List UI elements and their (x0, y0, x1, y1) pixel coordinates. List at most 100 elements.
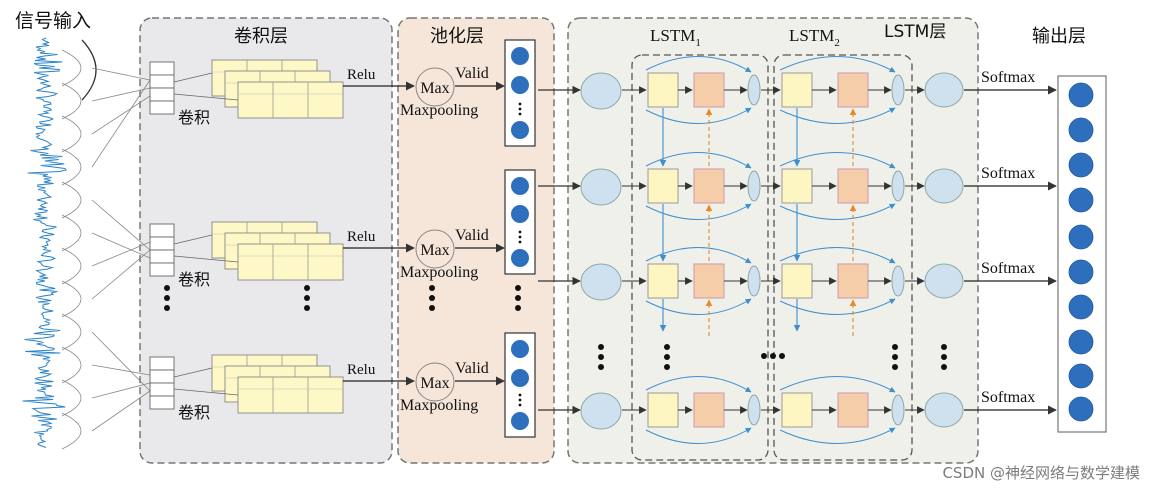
relu-label: Relu (347, 229, 376, 245)
csdn-watermark: CSDN @神经网络与数学建模 (942, 464, 1140, 482)
output-node (1068, 363, 1094, 389)
lstm-input-node (580, 263, 622, 301)
pooled-node (511, 412, 529, 430)
pool-layer-title: 池化层 (430, 26, 484, 47)
lstm-row: Softmax (538, 152, 1057, 262)
ellipsis-dot (518, 393, 522, 397)
maxpooling-label: Maxpooling (400, 264, 478, 281)
lstm-row: Softmax (538, 247, 1057, 336)
lstm-hidden-node (747, 394, 761, 426)
max-label: Max (420, 375, 449, 392)
lstm-state-cell (693, 168, 725, 204)
input-kernel-cell (149, 369, 175, 384)
max-node (415, 362, 455, 402)
output-layer-title: 输出层 (1032, 26, 1086, 47)
ellipsis-dot (518, 102, 522, 106)
pooled-node (511, 340, 529, 358)
ellipsis-dot (518, 112, 522, 116)
vertical-ellipsis (598, 344, 604, 370)
conv-layer-title: 卷积层 (234, 26, 288, 47)
window-arcs (61, 39, 151, 450)
lstm-state-cell (837, 392, 869, 428)
lstm-row: Softmax (538, 376, 1057, 444)
lstm-hidden-node (891, 74, 905, 106)
vertical-ellipsis (429, 285, 435, 311)
output-node (1068, 117, 1094, 143)
lstm-gate-cell (781, 168, 813, 204)
max-label: Max (420, 80, 449, 97)
conv-op-label: 卷积 (178, 270, 210, 289)
lstm-hidden-node (891, 265, 905, 297)
pooled-node (511, 121, 529, 139)
output-node (1068, 224, 1094, 250)
lstm-hidden-node (747, 74, 761, 106)
pooled-node (511, 249, 529, 267)
lstm-output-node (924, 263, 964, 299)
input-kernel-cell (149, 236, 175, 251)
valid-label: Valid (455, 65, 489, 82)
output-node (1068, 329, 1094, 355)
valid-label: Valid (455, 360, 489, 377)
lstm-state-cell (693, 392, 725, 428)
conv-op-label: 卷积 (178, 108, 210, 127)
lstm-gate-cell (781, 263, 813, 299)
relu-label: Relu (347, 362, 376, 378)
softmax-label: Softmax (981, 260, 1035, 277)
lstm-state-cell (837, 263, 869, 299)
lstm-hidden-node (891, 170, 905, 202)
vertical-ellipsis (664, 344, 670, 370)
lstm1-title: LSTM1 (650, 26, 701, 49)
lstm-hidden-node (891, 394, 905, 426)
input-kernel-cell (149, 395, 175, 410)
output-node (1068, 187, 1094, 213)
lstm-gate-cell (647, 392, 679, 428)
output-node (1068, 152, 1094, 178)
lstm-hidden-node (747, 265, 761, 297)
output-node (1068, 294, 1094, 320)
lstm-gate-cell (647, 263, 679, 299)
pooled-node (511, 369, 529, 387)
pooled-node (511, 205, 529, 223)
vertical-ellipsis (892, 344, 898, 370)
input-kernel-cell (149, 356, 175, 371)
signal-waveform (22, 37, 67, 448)
lstm2-panel (773, 54, 913, 461)
lstm-row: Softmax (538, 56, 1057, 167)
maxpooling-label: Maxpooling (400, 102, 478, 119)
output-node (1068, 82, 1094, 108)
softmax-label: Softmax (981, 69, 1035, 86)
lstm-state-cell (837, 168, 869, 204)
vertical-ellipsis (304, 285, 310, 311)
lstm2-title: LSTM2 (789, 26, 840, 49)
lstm-state-cell (837, 72, 869, 108)
signal-input-label: 信号输入 (15, 10, 91, 32)
lstm-state-cell (693, 72, 725, 108)
output-node (1068, 259, 1094, 285)
ellipsis-dot (518, 240, 522, 244)
lstm-hidden-node (747, 170, 761, 202)
ellipsis-dot (518, 403, 522, 407)
input-kernel-cell (149, 61, 175, 76)
ellipsis-dot (518, 107, 522, 111)
lstm-gate-cell (647, 168, 679, 204)
max-node (415, 67, 455, 107)
max-node (415, 229, 455, 269)
lstm-gate-cell (647, 72, 679, 108)
pooled-node (511, 76, 529, 94)
lstm-state-cell (693, 263, 725, 299)
softmax-label: Softmax (981, 389, 1035, 406)
input-kernel-cell (149, 382, 175, 397)
horizontal-ellipsis (761, 353, 785, 359)
lstm-gate-cell (781, 72, 813, 108)
maxpooling-label: Maxpooling (400, 397, 478, 414)
vertical-ellipsis (941, 344, 947, 370)
conv-op-label: 卷积 (178, 403, 210, 422)
input-kernel-cell (149, 87, 175, 102)
lstm-gate-cell (781, 392, 813, 428)
softmax-label: Softmax (981, 165, 1035, 182)
input-kernel-cell (149, 249, 175, 264)
lstm-input-node (580, 168, 622, 206)
